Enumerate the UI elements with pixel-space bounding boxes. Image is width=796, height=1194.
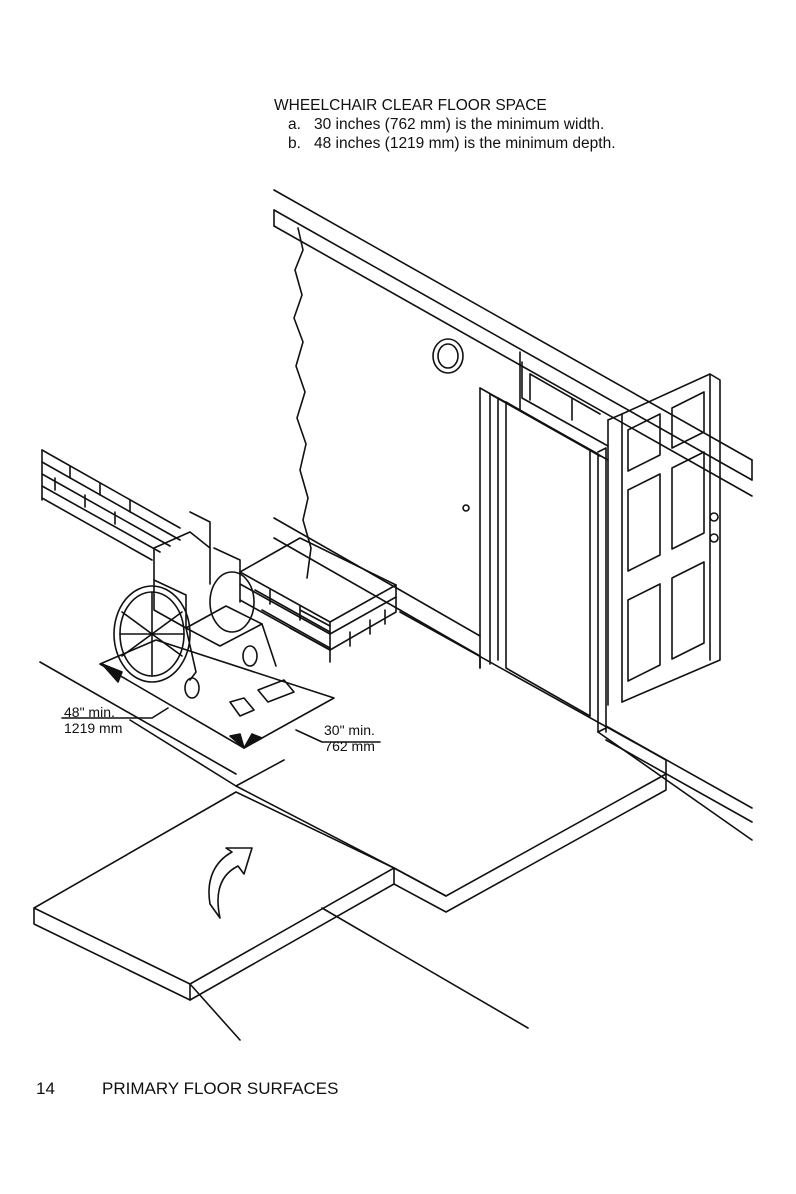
width-metric: 762 mm bbox=[324, 738, 375, 754]
caption-title: WHEELCHAIR CLEAR FLOOR SPACE bbox=[274, 97, 547, 114]
floor-panel-lower bbox=[33, 791, 529, 1041]
landing-floor bbox=[39, 611, 667, 913]
depth-metric: 1219 mm bbox=[64, 720, 123, 736]
caption-item-width: a. 30 inches (762 mm) is the minimum widt… bbox=[274, 115, 616, 134]
caption-item-depth: b. 48 inches (1219 mm) is the minimum dep… bbox=[274, 134, 616, 153]
brick-wall bbox=[41, 449, 397, 663]
section-title: PRIMARY FLOOR SURFACES bbox=[102, 1079, 339, 1098]
caption-item-key: a. bbox=[288, 116, 301, 133]
width-imperial: 30" min. bbox=[324, 722, 375, 738]
transom bbox=[521, 361, 609, 447]
clear-floor-space bbox=[99, 639, 335, 749]
caption-item-key: b. bbox=[288, 135, 301, 152]
caption-item-text: 30 inches (762 mm) is the minimum width. bbox=[314, 116, 605, 133]
depth-dimension: 48" min. 1219 mm bbox=[64, 704, 122, 736]
main-wall bbox=[273, 227, 521, 669]
width-dimension: 30" min. 762 mm bbox=[324, 722, 375, 754]
door-frame bbox=[479, 387, 609, 733]
wall-lamp-icon bbox=[432, 338, 464, 374]
depth-imperial: 48" min. bbox=[64, 704, 115, 720]
ceiling-band bbox=[273, 189, 753, 497]
rotate-arrow-icon bbox=[208, 847, 253, 919]
dimension-leaders bbox=[61, 707, 381, 743]
page-number: 14 bbox=[36, 1079, 55, 1098]
figure-caption: WHEELCHAIR CLEAR FLOOR SPACE a. 30 inches… bbox=[274, 96, 616, 153]
open-door bbox=[607, 373, 721, 706]
caption-item-text: 48 inches (1219 mm) is the minimum depth… bbox=[314, 135, 616, 152]
corridor-floor bbox=[597, 725, 753, 841]
wheelchair-icon bbox=[113, 511, 295, 717]
door-knob-icon bbox=[462, 504, 470, 512]
